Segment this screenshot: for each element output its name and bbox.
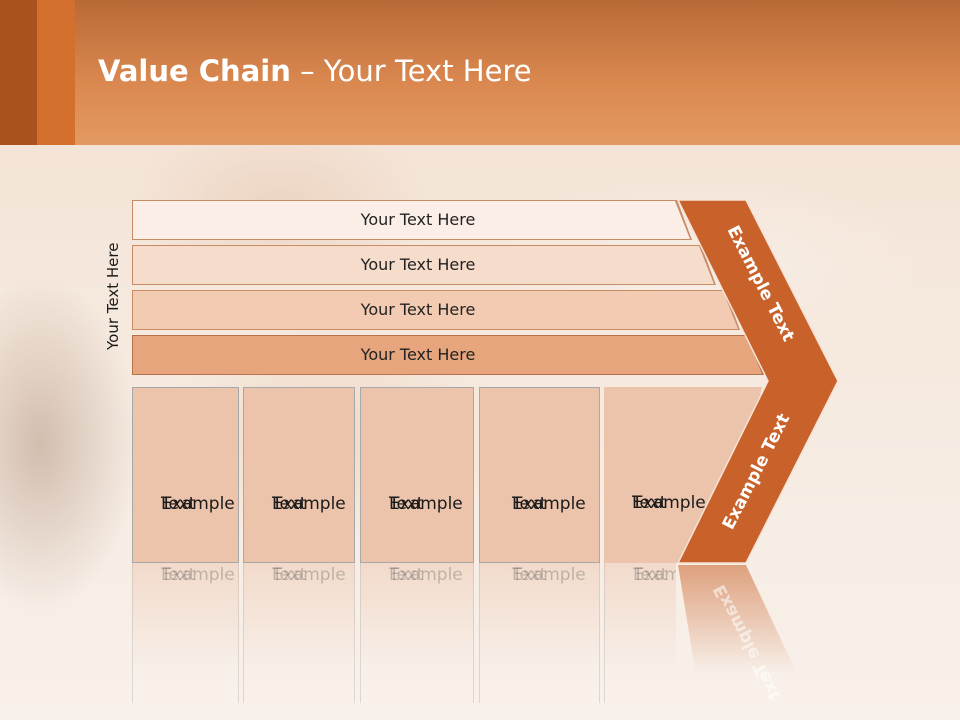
support-row-3: Your Text Here (133, 291, 738, 329)
support-row-2-label: Your Text Here (360, 255, 476, 274)
primary-box-2-line1: Example (272, 494, 346, 514)
support-row-1-label: Your Text Here (360, 210, 476, 229)
support-row-3-label: Your Text Here (360, 300, 476, 319)
support-row-1: Your Text Here (133, 201, 690, 239)
slide-title: Value Chain – Your Text Here (98, 54, 532, 88)
primary-box-5-line1: Example (632, 493, 706, 513)
primary-box-2-line2: Text (272, 494, 307, 514)
header-band: Value Chain – Your Text Here (0, 0, 960, 145)
primary-box-3-line1: Example (389, 494, 463, 514)
support-row-4-label: Your Text Here (360, 345, 476, 364)
support-row-2: Your Text Here (133, 246, 714, 284)
header-accent-light (37, 0, 75, 145)
chevron-reflection (678, 565, 800, 700)
primary-box-1-line1: Example (161, 494, 235, 514)
chevron-shape (676, 199, 839, 564)
header-accent-dark (0, 0, 37, 145)
slide-title-bold: Value Chain (98, 54, 291, 88)
primary-box-3-line2: Text (389, 494, 424, 514)
primary-box-4-line2: Text (512, 494, 547, 514)
support-row-4: Your Text Here (133, 336, 762, 374)
primary-box-5-line2: Text (632, 493, 667, 513)
primary-box-4-line1: Example (512, 494, 586, 514)
slide-title-rest: – Your Text Here (290, 54, 532, 88)
primary-box-1-line2: Text (161, 494, 196, 514)
